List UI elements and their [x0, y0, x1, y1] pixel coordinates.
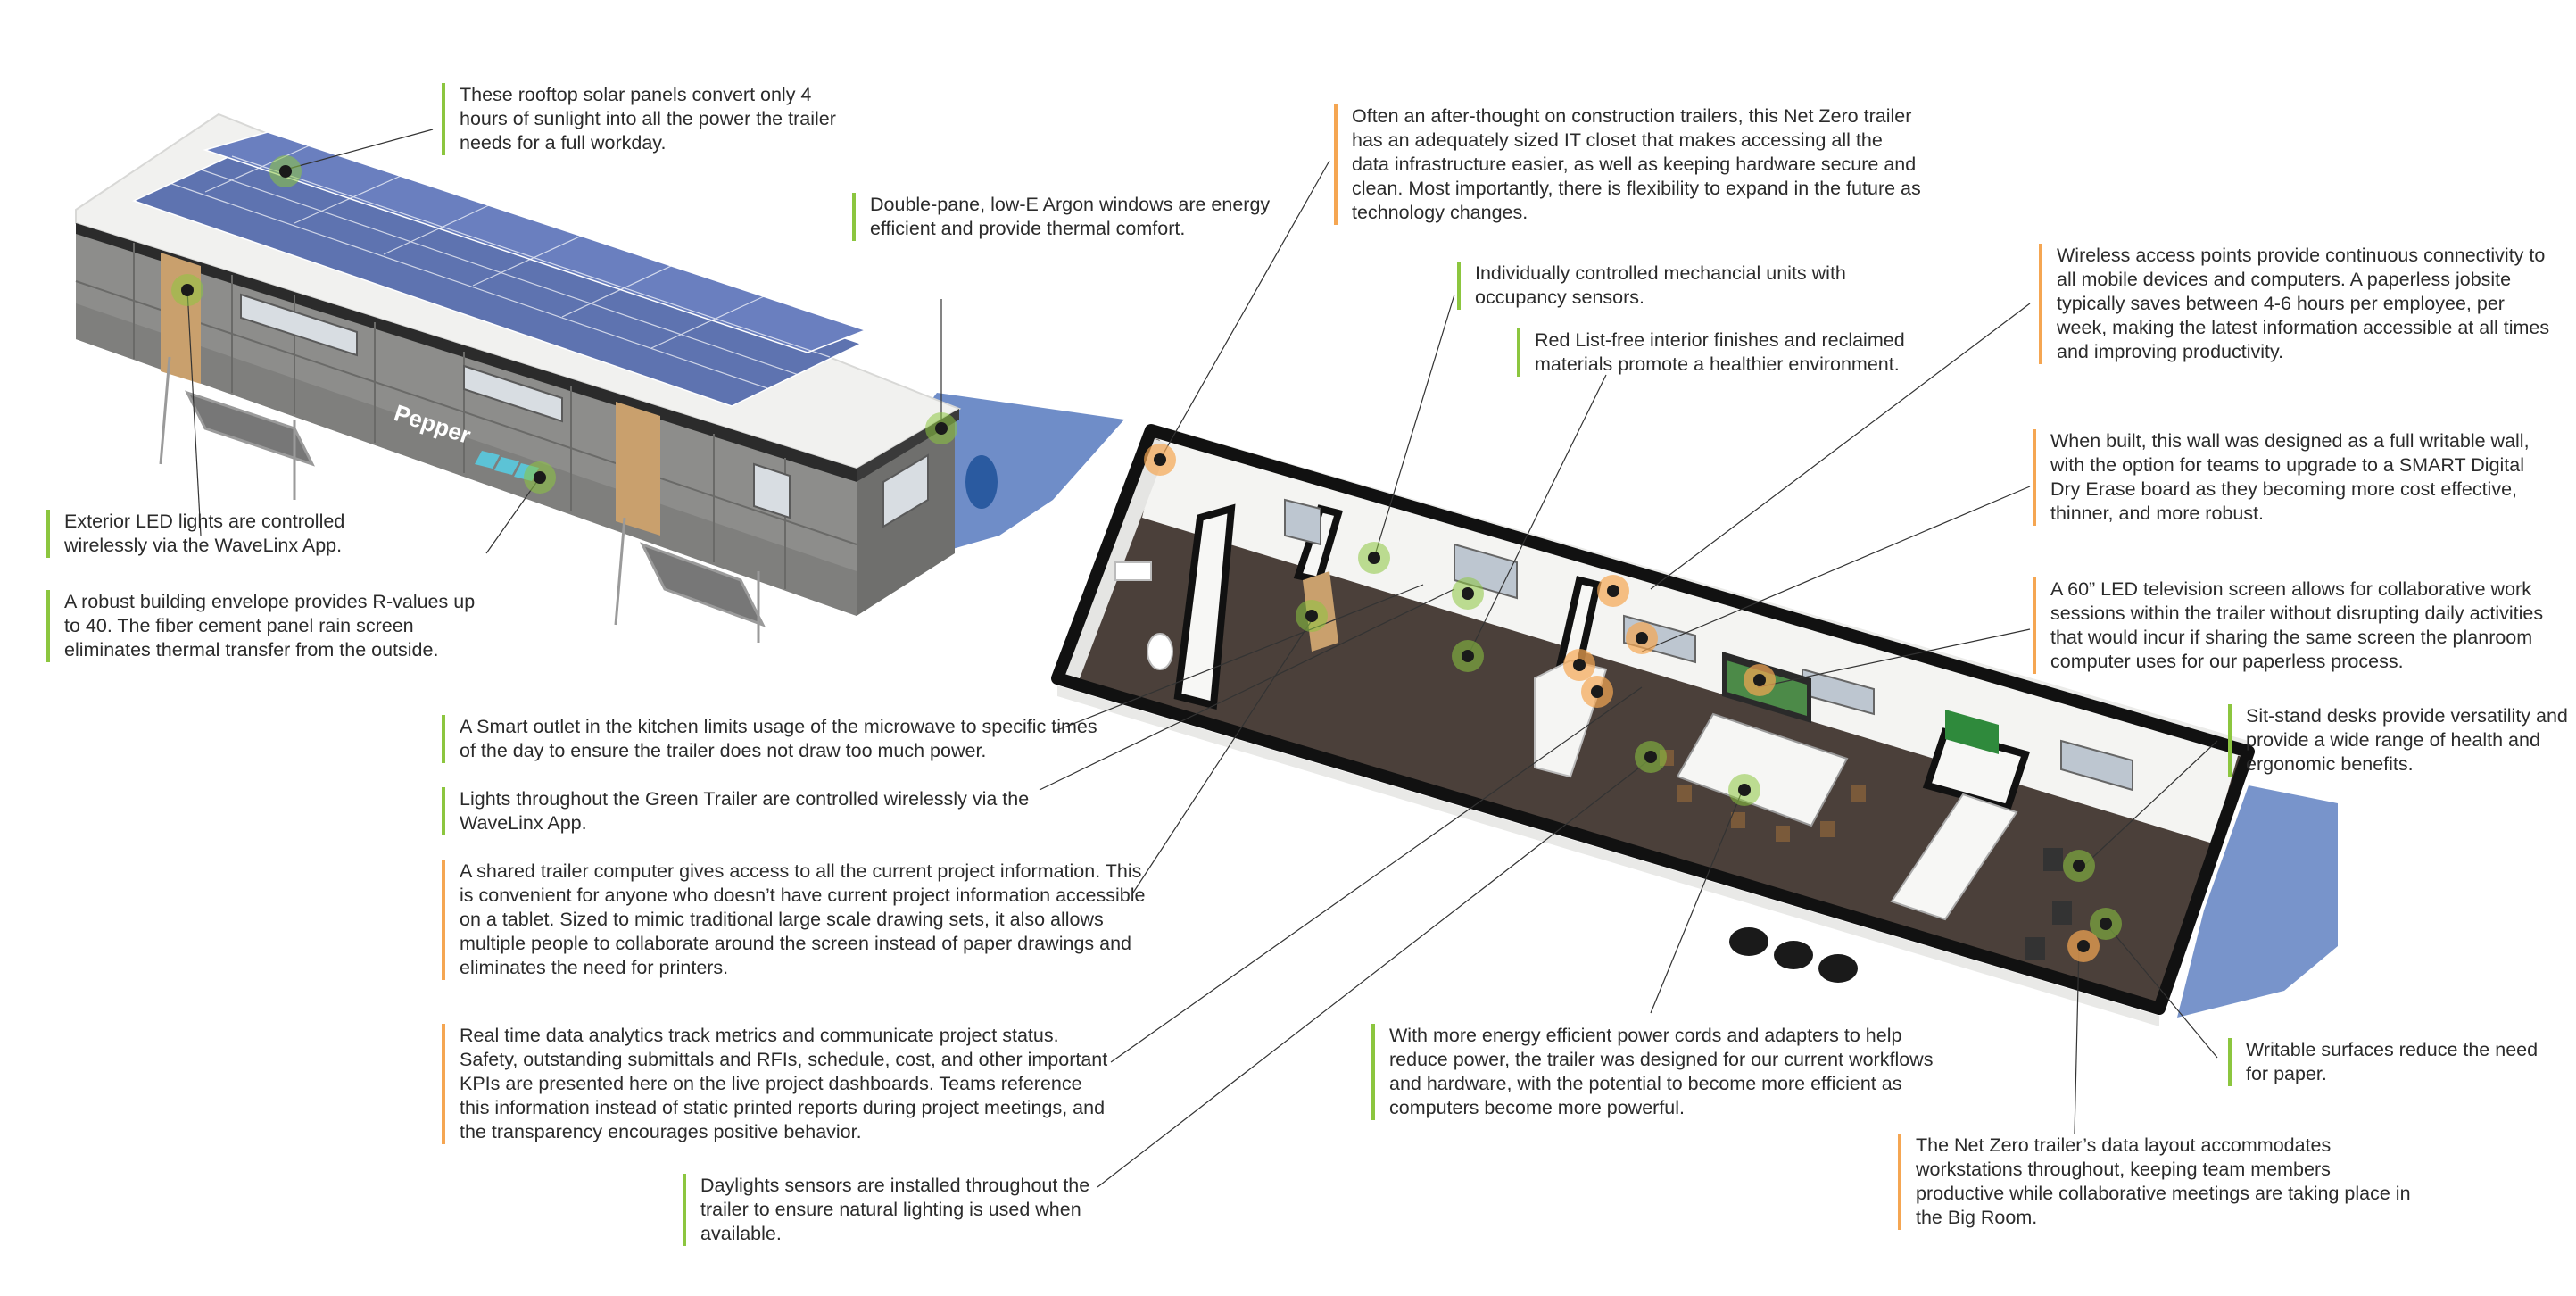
callout-building-envelope: A robust building envelope provides R-va…	[46, 590, 484, 662]
marker-wireless	[1597, 575, 1629, 607]
callout-data-analytics: Real time data analytics track metrics a…	[442, 1024, 1111, 1144]
marker-exterior-led	[171, 274, 203, 306]
marker-solar	[269, 155, 302, 187]
exterior-windows	[240, 293, 929, 528]
island-desk	[1890, 793, 2018, 921]
exterior-stairs-right	[614, 517, 766, 643]
callout-it-closet: Often an after-thought on construction t…	[1334, 104, 1923, 225]
rain-barrel	[965, 455, 998, 509]
exterior-door-right	[616, 402, 660, 536]
callout-data-layout: The Net Zero trailer’s data layout accom…	[1898, 1134, 2424, 1230]
callout-shared-computer: A shared trailer computer gives access t…	[442, 860, 1155, 980]
marker-it-closet	[1144, 444, 1176, 476]
callout-red-list: Red List-free interior finishes and recl…	[1517, 328, 1918, 377]
marker-writable	[2090, 908, 2122, 940]
callout-writable-surfaces: Writable surfaces reduce the need for pa…	[2228, 1038, 2558, 1086]
bathroom-sink	[1114, 561, 1152, 581]
marker-tv	[1744, 664, 1776, 696]
toilet	[1147, 633, 1173, 670]
marker-daylight	[1635, 741, 1667, 773]
marker-redlist	[1452, 640, 1484, 672]
callout-writable-wall: When built, this wall was designed as a …	[2033, 429, 2550, 526]
solar-panel-array-2	[203, 131, 868, 353]
callout-exterior-led: Exterior LED lights are controlled wirel…	[46, 510, 430, 558]
exterior-trailer: Pepper	[75, 112, 1124, 643]
interior-wall-outline	[1051, 424, 2255, 1015]
callout-wireless: Wireless access points provide continuou…	[2039, 244, 2556, 364]
marker-sit-stand	[2063, 850, 2095, 882]
marker-envelope	[524, 461, 556, 494]
leader-lines	[186, 129, 2218, 1188]
marker-wall	[1626, 622, 1658, 654]
interior-shadow	[2177, 785, 2338, 1018]
callout-mech-units: Individually controlled mechancial units…	[1457, 262, 1859, 310]
interior-cutaway	[1051, 424, 2338, 1026]
interior-floor-edge	[1057, 685, 2159, 1026]
trailer-wheels	[1729, 927, 1858, 983]
marker-analytics	[1581, 676, 1613, 708]
marker-computer	[1563, 649, 1595, 681]
marker-data-layout	[2067, 930, 2100, 962]
marker-windows	[925, 412, 957, 444]
callout-solar-panels: These rooftop solar panels convert only …	[442, 83, 861, 155]
callout-markers	[171, 155, 2122, 962]
conference-table	[1676, 712, 1849, 827]
callout-smart-outlet: A Smart outlet in the kitchen limits usa…	[442, 715, 1102, 763]
green-writable-board	[1945, 710, 1999, 754]
callout-power-cords: With more energy efficient power cords a…	[1371, 1024, 1960, 1120]
marker-lights	[1296, 600, 1328, 632]
callout-windows: Double-pane, low-E Argon windows are ene…	[852, 193, 1289, 241]
callout-led-tv: A 60” LED television screen allows for c…	[2033, 577, 2559, 674]
marker-mech	[1358, 542, 1390, 574]
exterior-end-wall	[857, 420, 955, 616]
callout-sit-stand: Sit-stand desks provide versatility and …	[2228, 704, 2576, 777]
solar-panel-grid	[169, 137, 831, 389]
exterior-door-left	[161, 253, 201, 384]
exterior-stairs-left	[159, 356, 315, 500]
marker-power-cords	[1728, 774, 1760, 806]
callout-lights: Lights throughout the Green Trailer are …	[442, 787, 1066, 835]
exterior-front-wall-lower	[76, 303, 857, 616]
marker-outlet	[1452, 577, 1484, 610]
callout-daylight-sensors: Daylights sensors are installed througho…	[683, 1174, 1129, 1246]
exterior-roof-edge	[76, 223, 857, 482]
workstation-chairs	[2025, 848, 2072, 960]
